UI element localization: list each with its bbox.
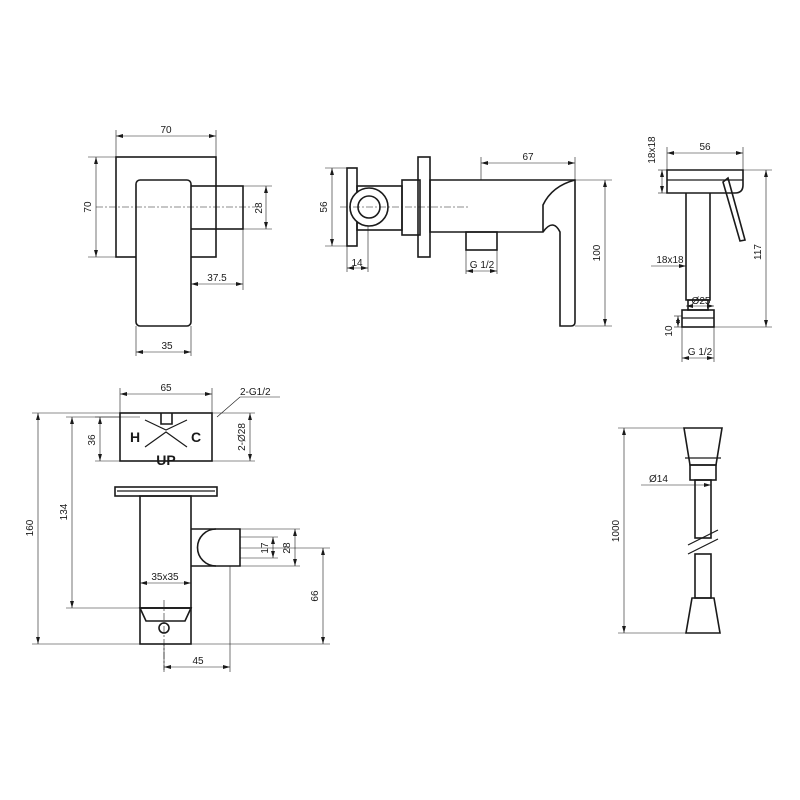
body-section-view: H C UP 65 2-G1/2 2-Ø28 36 134	[25, 383, 330, 672]
dim-offset: 45	[192, 656, 204, 667]
dim-top: 36	[87, 434, 98, 446]
break-mark	[687, 529, 719, 555]
dim-handle: 35	[161, 341, 173, 352]
lever-handle	[135, 179, 192, 327]
hot-label: H	[130, 429, 140, 445]
dim-width: 56	[699, 142, 711, 153]
dim-total: 160	[25, 519, 36, 536]
dim-width: 70	[160, 125, 172, 136]
dim-diameter: Ø25	[692, 296, 711, 307]
outlet-chamfer	[138, 607, 193, 622]
dim-thread: G 1/2	[688, 347, 713, 358]
dim-overall: 100	[592, 244, 603, 261]
mount-block	[401, 179, 421, 236]
hose-pipe-upper	[694, 479, 712, 539]
dim-depth: 14	[351, 258, 363, 269]
dim-square: 35x35	[151, 572, 179, 583]
sprayer-trigger	[722, 176, 746, 242]
thread-outlet	[465, 231, 498, 251]
mixer-body	[429, 179, 576, 327]
dim-outlet: 66	[310, 590, 321, 602]
hose-nut-top	[683, 427, 723, 466]
hose-ferrule-top	[689, 464, 717, 481]
holder-arm	[191, 528, 241, 567]
dim-diameter: Ø14	[649, 474, 668, 485]
hose-pipe-lower	[694, 553, 712, 599]
cold-label: C	[191, 429, 201, 445]
dim-width: 65	[160, 383, 172, 394]
dim-height: 56	[319, 201, 330, 213]
dim-thread: G 1/2	[470, 260, 495, 271]
sprayer-view: 18x18 56 18x18 Ø25 10 G 1/2 117	[647, 136, 772, 362]
sprayer-neck	[685, 193, 711, 301]
outlet-block	[139, 607, 192, 645]
dim-inlets: 2-G1/2	[240, 387, 271, 398]
dim-length: 67	[522, 152, 534, 163]
sprayer-head	[666, 169, 744, 194]
side-mixer-view: 67 56 14 G 1/2 100	[319, 152, 612, 327]
holder-cradle	[196, 528, 217, 567]
up-label: UP	[156, 452, 175, 468]
dim-lever: 37.5	[207, 273, 227, 284]
front-mixer-view: 70 70 28 37.5 35	[83, 125, 272, 356]
top-notch	[160, 413, 173, 425]
dim-bore: 2-Ø28	[237, 423, 248, 451]
lever-curve	[542, 179, 576, 232]
dim-mid: 134	[59, 503, 70, 520]
dim-thread-len: 10	[664, 325, 675, 337]
inlet-chevron	[144, 419, 188, 431]
hose-cone-bottom	[685, 597, 721, 634]
hose-view: Ø14 1000	[611, 427, 723, 634]
dim-height: 70	[83, 201, 94, 213]
dim-top-size: 18x18	[647, 136, 658, 164]
up-arrow	[144, 431, 188, 448]
inlet-block	[119, 412, 213, 462]
dim-pipe: 28	[254, 202, 265, 214]
dim-height: 117	[753, 244, 764, 260]
dim-length: 1000	[611, 519, 622, 542]
dim-neck: 18x18	[656, 255, 684, 266]
body-shaft	[139, 495, 192, 609]
